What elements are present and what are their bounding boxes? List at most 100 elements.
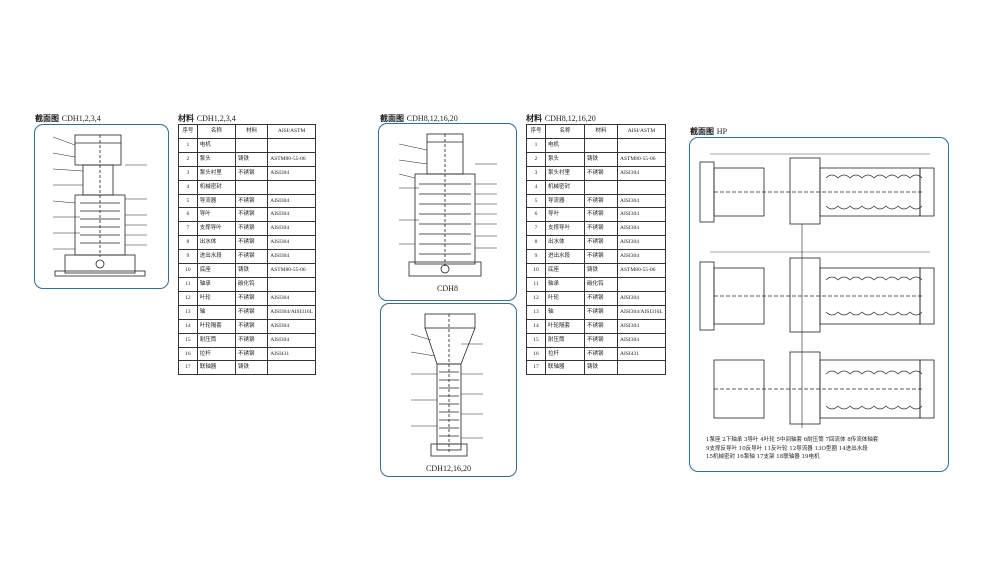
cell-material: 铸铁 [584, 151, 618, 167]
cell-material: 不锈钢 [234, 332, 269, 348]
cell-name: 支撑导叶 [545, 221, 585, 237]
cell-no: 6 [178, 207, 198, 223]
cell-name: 底座 [196, 263, 236, 278]
cell-no: 5 [178, 193, 198, 209]
cell-material: 不锈钢 [234, 235, 269, 251]
table-header-row: 序号 名称 材料 AISI/ASTM [178, 124, 316, 139]
hp-pump-drawing [699, 153, 935, 428]
cell-name: 叶轮隔套 [196, 318, 236, 334]
cell-material [234, 137, 269, 153]
cdh1-section-panel [34, 124, 169, 289]
cdh8-caption: CDH8 [437, 284, 458, 293]
cell-standard [267, 276, 316, 292]
cdh12-pump-drawing [410, 313, 483, 457]
cell-name: 电机 [196, 137, 236, 153]
cell-no: 13 [526, 304, 546, 320]
legend-line: 15机械密封 16泵轴 17支架 18联轴器 19电机 [706, 454, 820, 461]
cell-standard: AISI304 [267, 207, 316, 223]
hp-pump-bottom [713, 351, 935, 425]
cell-name: 叶轮 [545, 290, 585, 306]
cell-material: 不锈钢 [234, 304, 269, 320]
cell-name: 出水体 [545, 235, 585, 251]
cell-name: 出水体 [196, 235, 236, 251]
cell-standard [267, 360, 316, 376]
cell-name: 底座 [545, 263, 585, 278]
cell-material: 不锈钢 [234, 193, 269, 209]
table-header-row: 序号 名称 材料 AISI/ASTM [526, 124, 666, 139]
cdh12-section-panel: CDH12,16,20 [380, 303, 517, 477]
cell-no: 1 [526, 137, 546, 153]
cell-material: 不锈钢 [584, 332, 618, 348]
cell-no: 10 [178, 263, 198, 278]
header-model: CDH1,2,3,4 [196, 114, 236, 123]
cell-material: 不锈钢 [584, 304, 618, 320]
cell-standard: AISI304 [617, 332, 666, 348]
cell-material [584, 179, 618, 195]
cell-standard: AISI304 [617, 207, 666, 223]
cell-material: 不锈钢 [584, 249, 618, 265]
cell-name: 导叶 [545, 207, 585, 223]
cell-no: 9 [526, 249, 546, 265]
cell-material: 不锈钢 [234, 290, 269, 306]
cell-name: 进出水段 [545, 249, 585, 265]
cell-name: 联轴器 [196, 360, 236, 376]
header-model: CDH8,12,16,20 [544, 114, 596, 123]
cdh12-caption: CDH12,16,20 [426, 464, 471, 473]
cell-material [584, 137, 618, 153]
cell-name: 进出水段 [196, 249, 236, 265]
cell-standard: AISI431 [617, 346, 666, 362]
cell-no: 17 [526, 360, 546, 376]
cell-no: 14 [178, 318, 198, 334]
cell-standard: AISI304 [267, 221, 316, 237]
cell-no: 3 [178, 165, 198, 181]
cell-material: 碳化钨 [584, 276, 618, 292]
cell-name: 机械密封 [196, 179, 236, 195]
cell-material: 不锈钢 [234, 346, 269, 362]
hp-pump-middle [699, 251, 935, 333]
cell-no: 4 [178, 179, 198, 195]
cell-standard: AISI304 [267, 290, 316, 306]
cell-no: 10 [526, 263, 546, 278]
hp-section-panel: 1泵座 2下轴承 3导叶 4叶轮 5中间轴套 6耐压筒 7回流体 8传流体轴套 … [689, 137, 949, 472]
cell-name: 泵头衬里 [545, 165, 585, 181]
material-header-cdh1: 材料 CDH1,2,3,4 [178, 113, 236, 124]
cell-name: 泵头衬里 [196, 165, 236, 181]
cell-material: 碳化钨 [234, 276, 269, 292]
cell-material: 不锈钢 [234, 207, 269, 223]
header-label: 材料 [526, 113, 542, 123]
cell-material: 不锈钢 [584, 165, 618, 181]
cell-name: 耐压筒 [196, 332, 236, 348]
cell-material: 不锈钢 [584, 346, 618, 362]
cell-standard: AISI304 [617, 235, 666, 251]
cell-no: 8 [526, 235, 546, 251]
cell-standard: ASTM80-55-06 [617, 263, 666, 278]
cell-name: 支撑导叶 [196, 221, 236, 237]
col-no: 序号 [526, 124, 546, 139]
cell-no: 16 [526, 346, 546, 362]
cell-standard: AISI304 [617, 290, 666, 306]
cell-name: 电机 [545, 137, 585, 153]
section-header-cdh8: 截面图 CDH8,12,16,20 [380, 113, 458, 124]
cell-no: 14 [526, 318, 546, 334]
cell-standard: AISI304 [617, 165, 666, 181]
cell-no: 8 [178, 235, 198, 251]
cell-standard: AISI304 [267, 193, 316, 209]
cell-standard: AISI304 [267, 332, 316, 348]
cell-standard: AISI304 [267, 165, 316, 181]
cell-name: 拉杆 [196, 346, 236, 362]
